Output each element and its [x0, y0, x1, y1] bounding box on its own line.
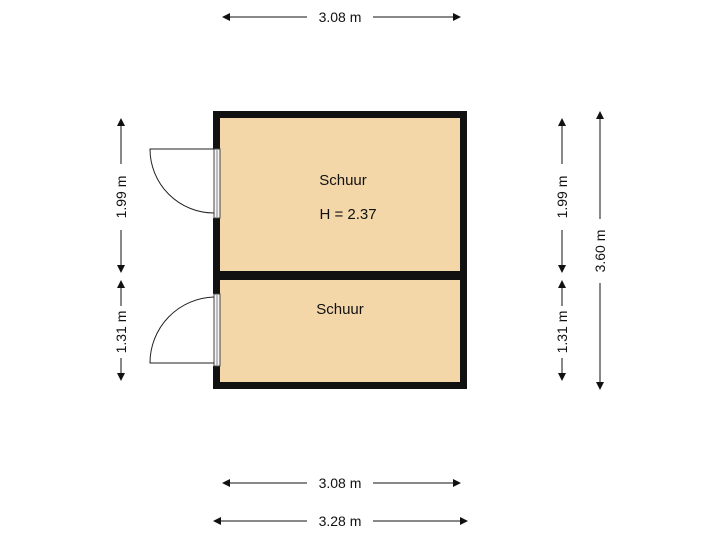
dim-right-upper-label: 1.99 m: [554, 176, 570, 219]
room-upper-name: Schuur: [319, 172, 367, 189]
dim-bottom-inner-label: 3.08 m: [319, 475, 362, 491]
dim-right-lower-label: 1.31 m: [554, 311, 570, 354]
door-upper-swing: [149, 148, 215, 214]
wall-bottom: [213, 382, 467, 389]
wall-left-3: [213, 366, 220, 389]
dim-right-lower: 1.31 m: [554, 280, 570, 381]
dim-right-total-label: 3.60 m: [592, 230, 608, 273]
door-upper: [149, 148, 221, 219]
dim-left-lower-label: 1.31 m: [113, 311, 129, 354]
room-lower-name: Schuur: [316, 301, 364, 318]
wall-middle: [213, 271, 467, 280]
wall-left-2: [213, 218, 220, 294]
dim-bottom-outer-label: 3.28 m: [319, 513, 362, 529]
dim-right-upper: 1.99 m: [554, 118, 570, 273]
dim-bottom-outer: 3.28 m: [213, 513, 468, 529]
dim-left-lower: 1.31 m: [113, 280, 129, 381]
dim-bottom-inner: 3.08 m: [222, 475, 461, 491]
dim-left-upper: 1.99 m: [113, 118, 129, 273]
room-upper-height: H = 2.37: [319, 206, 376, 223]
room-lower-floor: [220, 280, 460, 382]
wall-left-1: [213, 111, 220, 149]
dim-top: 3.08 m: [222, 9, 461, 25]
dim-right-total: 3.60 m: [592, 111, 608, 390]
dim-top-label: 3.08 m: [319, 9, 362, 25]
door-lower-swing: [149, 296, 215, 364]
dim-left-upper-label: 1.99 m: [113, 176, 129, 219]
room-upper-floor: [220, 118, 460, 271]
wall-top: [213, 111, 467, 118]
wall-right: [460, 111, 467, 389]
door-lower: [149, 293, 221, 367]
walls: [213, 111, 467, 389]
